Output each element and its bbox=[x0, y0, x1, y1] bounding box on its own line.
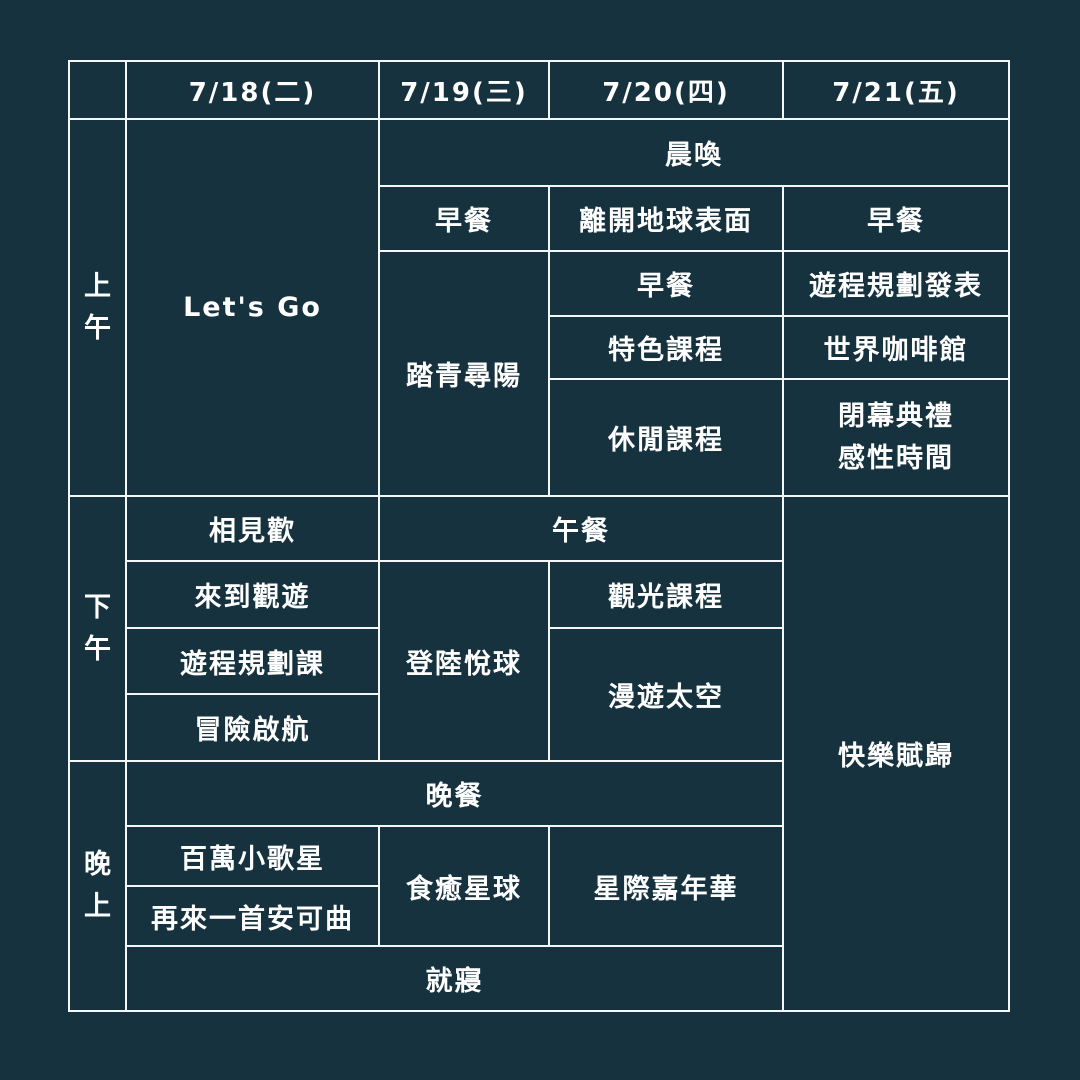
cell-lets-go: Let's Go bbox=[125, 118, 380, 497]
table-row: 冒險啟航 bbox=[69, 693, 1009, 762]
cell-dinner: 晚餐 bbox=[125, 760, 784, 827]
section-morning: 上午 bbox=[68, 118, 127, 497]
cell-closing-ceremony: 閉幕典禮 感性時間 bbox=[782, 378, 1010, 497]
section-evening: 晚上 bbox=[68, 760, 127, 1012]
cell-breakfast-fri: 早餐 bbox=[782, 185, 1010, 252]
section-afternoon: 下午 bbox=[68, 495, 127, 762]
table-row: 早餐 離開地球表面 早餐 bbox=[69, 185, 1010, 252]
closing-ceremony-line2: 感性時間 bbox=[838, 442, 954, 474]
cell-arrive-sightseeing: 來到觀遊 bbox=[125, 560, 380, 629]
cell-hiking-sunseek: 踏青尋陽 bbox=[378, 250, 550, 497]
cell-meet-and-greet: 相見歡 bbox=[125, 495, 380, 562]
corner-cell bbox=[68, 60, 127, 120]
table-row: 特色課程 世界咖啡館 bbox=[69, 315, 1010, 380]
table-row: 來到觀遊 登陸悅球 觀光課程 bbox=[69, 560, 1009, 762]
cell-happy-return: 快樂賦歸 bbox=[782, 495, 1010, 1012]
table-row: 再來一首安可曲 bbox=[69, 885, 1009, 947]
table-row: 遊程規劃課 漫遊太空 bbox=[69, 627, 1009, 762]
table-row: 百萬小歌星 食癒星球 星際嘉年華 bbox=[69, 825, 1009, 947]
cell-breakfast-thu: 早餐 bbox=[548, 250, 784, 317]
section-morning-label: 上午 bbox=[83, 270, 111, 344]
schedule-table: 7/18(二) 7/19(三) 7/20(四) 7/21(五) 上午 Let's… bbox=[68, 60, 1010, 1012]
cell-interstellar-carnival: 星際嘉年華 bbox=[548, 825, 784, 947]
table-row: 晚上 晚餐 bbox=[68, 760, 1009, 1012]
table-row: 上午 Let's Go 晨喚 bbox=[68, 118, 1010, 497]
cell-landing-planet: 登陸悅球 bbox=[378, 560, 550, 762]
cell-itinerary-planning-class: 遊程規劃課 bbox=[125, 627, 380, 695]
header-row: 7/18(二) 7/19(三) 7/20(四) 7/21(五) bbox=[68, 60, 1010, 120]
header-day-wed: 7/19(三) bbox=[378, 60, 550, 120]
header-day-thu: 7/20(四) bbox=[548, 60, 784, 120]
cell-leisure-course: 休閒課程 bbox=[548, 378, 784, 497]
table-row: 就寢 bbox=[69, 945, 1009, 1012]
header-day-tue: 7/18(二) bbox=[125, 60, 380, 120]
table-row: 休閒課程 閉幕典禮 感性時間 bbox=[69, 378, 1010, 497]
closing-ceremony-line1: 閉幕典禮 bbox=[838, 400, 954, 432]
cell-lunch: 午餐 bbox=[378, 495, 784, 562]
cell-sightseeing-course: 觀光課程 bbox=[548, 560, 784, 629]
table-row: 踏青尋陽 早餐 遊程規劃發表 bbox=[69, 250, 1010, 497]
cell-adventure-set-sail: 冒險啟航 bbox=[125, 693, 380, 762]
header-day-fri: 7/21(五) bbox=[782, 60, 1010, 120]
section-evening-label: 晚上 bbox=[83, 849, 111, 922]
cell-million-little-singer: 百萬小歌星 bbox=[125, 825, 380, 887]
table-row: 下午 相見歡 午餐 快樂賦歸 bbox=[68, 495, 1010, 1012]
cell-bedtime: 就寢 bbox=[125, 945, 784, 1012]
cell-breakfast-wed: 早餐 bbox=[378, 185, 550, 252]
cell-one-more-encore: 再來一首安可曲 bbox=[125, 885, 380, 947]
cell-space-roaming: 漫遊太空 bbox=[548, 627, 784, 762]
cell-morning-call: 晨喚 bbox=[378, 118, 1010, 187]
cell-food-healing-planet: 食癒星球 bbox=[378, 825, 550, 947]
cell-world-cafe: 世界咖啡館 bbox=[782, 315, 1010, 380]
section-afternoon-label: 下午 bbox=[83, 591, 111, 665]
cell-leave-earth-surface: 離開地球表面 bbox=[548, 185, 784, 252]
cell-itinerary-presentation: 遊程規劃發表 bbox=[782, 250, 1010, 317]
cell-special-course: 特色課程 bbox=[548, 315, 784, 380]
